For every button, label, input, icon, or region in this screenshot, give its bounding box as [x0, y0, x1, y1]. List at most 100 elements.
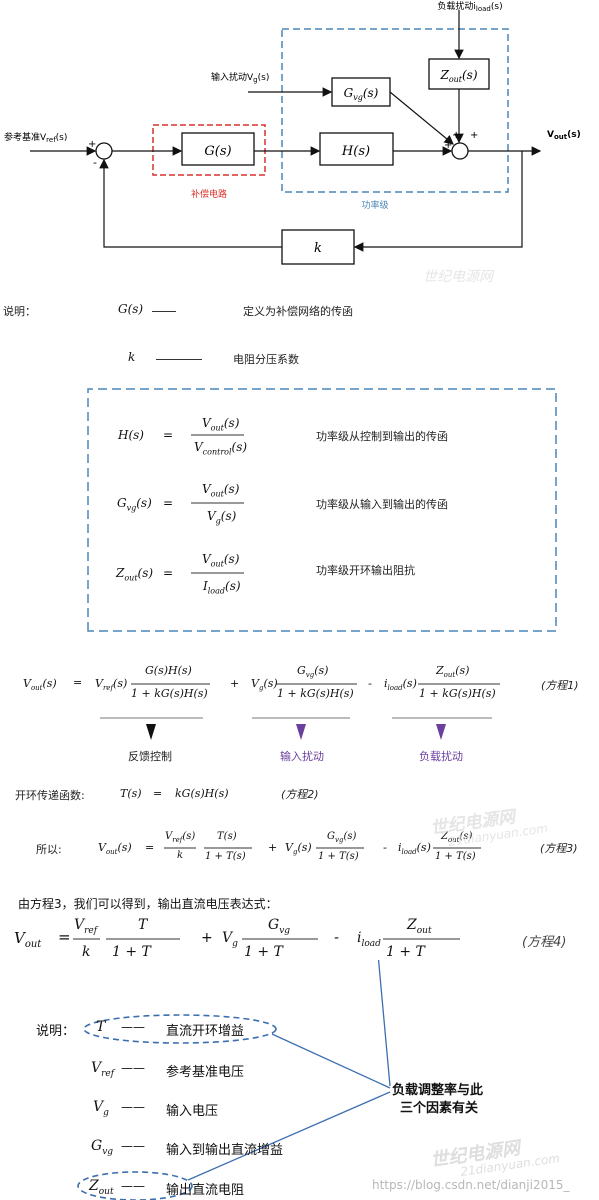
def-gvg-eq: =: [163, 496, 174, 510]
legend-dash-4: ——: [121, 1179, 145, 1193]
eq3-t2-den: 1 + T(s): [318, 851, 359, 862]
power-stage-label: 功率级: [361, 199, 388, 211]
watermark-top: 世纪电源网: [423, 269, 495, 285]
callout-line-2: 三个因素有关: [400, 1101, 479, 1116]
eq2-label: 开环传递函数:: [15, 789, 85, 802]
def-k-term: k: [128, 350, 136, 364]
legend-sym-1: Vref: [91, 1060, 115, 1079]
legend-sym-0: T: [96, 1019, 106, 1035]
equation3-lines: [164, 847, 481, 849]
eq3-t2-pre: Vg(s): [285, 841, 312, 857]
eq4-t1-den: k: [82, 944, 91, 960]
eq4-t1-num: Vref: [74, 917, 98, 936]
eq4-plus: +: [201, 930, 213, 946]
def-zout-num: Vout(s): [202, 552, 240, 569]
h-block-label: H(s): [341, 144, 370, 159]
eq3-plus: +: [268, 841, 278, 854]
legend-intro: 说明：: [36, 1024, 76, 1039]
def-k-dash: [156, 359, 202, 360]
legend-desc-4: 输出直流电阻: [166, 1183, 245, 1198]
legend-desc-3: 输入到输出直流增益: [166, 1143, 284, 1158]
definitions-intro: 说明：: [3, 305, 36, 318]
eq1-feedback-label: 反馈控制: [128, 750, 172, 763]
eq1-t3-pre: iload(s): [384, 677, 417, 693]
eq4-t1-den2: 1 + T: [112, 944, 151, 960]
source-credit: https://blog.csdn.net/dianji2015_: [372, 1178, 570, 1192]
eq3-t3-den: 1 + T(s): [435, 851, 476, 862]
def-zout-eq: =: [163, 566, 174, 580]
def-g-dash: [152, 311, 176, 312]
legend-desc-1: 参考基准电压: [166, 1065, 245, 1080]
eq4-t3-den: 1 + T: [386, 944, 425, 960]
def-h-num: Vout(s): [202, 416, 240, 433]
eq1-t2-den: 1 + kG(s)H(s): [277, 687, 354, 700]
eq3-t1-num: Vref(s): [165, 831, 196, 844]
compensation-label: 补偿电路: [191, 188, 227, 200]
eq3-minus: -: [383, 841, 387, 854]
eq3-t1-den: k: [177, 850, 184, 861]
eq4-t2-den: 1 + T: [244, 944, 283, 960]
eq1-t3-den: 1 + kG(s)H(s): [419, 687, 496, 700]
input-disturbance-label: 输入扰动Vg(s): [211, 71, 269, 84]
def-gvg-den: Vg(s): [207, 509, 237, 526]
equation4-lines: [73, 938, 460, 940]
def-zout-lhs: Zout(s): [116, 566, 154, 583]
def-gvg-num: Vout(s): [202, 482, 240, 499]
legend-sym-3: Gvg: [91, 1138, 114, 1157]
eq4-intro: 由方程3，我们可以得到，输出直流电压表达式：: [18, 897, 278, 911]
eq2-equals: =: [153, 787, 163, 800]
def-gvg-desc: 功率级从输入到输出的传函: [316, 498, 448, 511]
eq2-lhs: T(s): [120, 787, 142, 800]
load-disturbance-label: 负载扰动iload(s): [437, 0, 502, 13]
eq1-lhs: Vout(s): [23, 677, 57, 693]
eq3-t3-num: Zout(s): [441, 831, 473, 844]
sum2-plus-1: +: [444, 140, 452, 151]
def-h-desc: 功率级从控制到输出的传函: [316, 430, 448, 443]
eq1-load-label: 负载扰动: [419, 750, 463, 763]
eq1-input-label: 输入扰动: [280, 750, 324, 763]
gvg-block-label: Gvg(s): [344, 86, 379, 102]
def-g-desc: 定义为补偿网络的传函: [243, 305, 353, 318]
legend-desc-0: 直流开环增益: [166, 1024, 245, 1039]
eq3-equals: =: [145, 841, 155, 854]
eq4-equals: =: [58, 928, 71, 946]
eq2-rhs: kG(s)H(s): [175, 787, 229, 800]
eq4-tag: (方程4): [522, 935, 567, 950]
zout-block-label: Zout(s): [439, 68, 477, 84]
callout-line-1: 负载调整率与此: [392, 1083, 484, 1098]
legend-dash-1: ——: [121, 1061, 145, 1075]
g-block-label: G(s): [204, 144, 231, 159]
def-zout-desc: 功率级开环输出阻抗: [316, 564, 415, 577]
eq4-lhs: Vout: [14, 929, 42, 950]
eq1-tag: (方程1): [541, 679, 579, 692]
eq1-t2-num: Gvg(s): [297, 664, 329, 680]
eq3-t3-pre: iload(s): [398, 841, 431, 857]
eq1-plus: +: [230, 677, 240, 690]
eq3-lhs: Vout(s): [98, 841, 132, 857]
legend-sym-4: Zout: [89, 1178, 114, 1197]
sum-junction-2: [451, 142, 469, 160]
transfer-functions-box: [87, 388, 557, 632]
eq1-minus: -: [368, 677, 372, 690]
def-h-den: Vcontrol(s): [194, 440, 248, 457]
eq3-t1-den2: 1 + T(s): [205, 851, 246, 862]
legend-dash-0: ——: [121, 1020, 145, 1034]
eq4-t1-num2: T: [138, 917, 148, 933]
reference-label: 参考基准Vref(s): [4, 131, 67, 144]
eq4-t2-num: Gvg: [268, 917, 291, 936]
def-k-desc: 电阻分压系数: [233, 353, 299, 366]
eq4-t3-num: Zout: [407, 917, 432, 936]
power-stage-box: [281, 28, 509, 193]
eq1-t3-num: Zout(s): [436, 664, 470, 680]
def-gvg-lhs: Gvg(s): [117, 496, 152, 513]
eq3-t2-num: Gvg(s): [327, 831, 357, 844]
output-label: Vout(s): [547, 130, 581, 141]
eq3-tag: (方程3): [540, 842, 578, 855]
legend-dash-3: ——: [121, 1139, 145, 1153]
eq4-minus: -: [334, 930, 340, 946]
legend-desc-2: 输入电压: [166, 1104, 219, 1119]
equation1-lines: [100, 683, 500, 740]
legend-dash-2: ——: [121, 1100, 145, 1114]
def-h-eq: =: [163, 428, 174, 442]
